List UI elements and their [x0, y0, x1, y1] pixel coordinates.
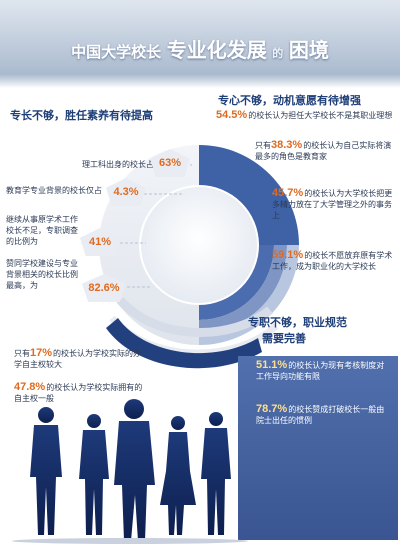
left-item-1-label: 理工科出身的校长占 [82, 160, 154, 169]
bottom-left-item-2-text: 的校长认为学校实际拥有的自主权一般 [14, 383, 143, 403]
bottom-right-item-1-text: 的校长认为现有考核制度对工作导向功能有限 [256, 361, 385, 381]
right-item-1-text: 的校长认为担任大学校长不是其职业理想 [248, 111, 393, 120]
right-item-2: 只有38.3%的校长认为自己实际将演最多的角色是教育家 [255, 140, 395, 162]
business-people-silhouettes [12, 399, 248, 544]
title-part-4: 困境 [288, 38, 329, 62]
ring-band-1 [199, 245, 274, 320]
person-silhouette-1 [30, 407, 62, 535]
bottom-left-item-2: 47.8%的校长认为学校实际拥有的自主权一般 [14, 382, 148, 404]
left-section-header: 专长不够，胜任素养有待提高 [10, 109, 153, 122]
right-item-3: 45.7%的校长认为大学校长把更多精力放在了大学管理之外的事务上 [272, 188, 396, 221]
left-item-3-label: 继续从事原学术工作校长不足，专职调查的比例为 [6, 215, 78, 246]
ground-shadow [12, 538, 248, 544]
bottom-right-item-2: 78.7%的校长赞成打破校长一般由院士出任的惯例 [256, 404, 392, 426]
bottom-right-item-1-value: 51.1% [256, 359, 288, 371]
title-banner [0, 0, 400, 88]
title-part-1: 中国大学校长 [71, 43, 162, 61]
bottom-left-item-1-prefix: 只有 [14, 349, 30, 358]
right-item-2-value: 38.3% [271, 139, 303, 151]
right-item-3-value: 45.7% [272, 187, 304, 199]
title-part-2: 专业化发展 [166, 38, 267, 62]
right-item-4: 59.1%的校长不愿放弃原有学术工作，成为职业化的大学校长 [272, 250, 396, 272]
bottom-left-item-1-text: 的校长认为学校实际的办学自主权较大 [14, 349, 142, 369]
left-item-4-label: 赞同学校建设与专业背景相关的校长比例最高，为 [6, 259, 78, 290]
right-item-3-text: 的校长认为大学校长把更多精力放在了大学管理之外的事务上 [272, 189, 393, 220]
right-section-header: 专心不够，动机意愿有待增强 [218, 94, 361, 107]
right-item-2-prefix: 只有 [255, 141, 271, 150]
right-item-1: 54.5%的校长认为担任大学校长不是其职业理想 [216, 110, 396, 121]
ring-hub [141, 187, 257, 303]
ring-right-top [199, 145, 299, 245]
bottom-section-header-line2: 需要完善 [262, 332, 306, 345]
person-silhouette-4 [160, 416, 196, 535]
person-silhouette-3 [114, 399, 155, 541]
bottom-left-item-1: 只有17%的校长认为学校实际的办学自主权较大 [14, 348, 148, 370]
page-title: 中国大学校长 专业化发展 的 困境 [0, 34, 400, 63]
bottom-right-panel [238, 356, 398, 540]
bottom-section-header-line1: 专职不够，职业规范 [248, 316, 347, 329]
person-silhouette-2 [79, 414, 109, 535]
ring-arc-navy [106, 318, 262, 369]
right-item-1-value: 54.5% [216, 109, 248, 121]
bottom-left-item-1-value: 17% [30, 347, 53, 359]
bottom-right-item-2-value: 78.7% [256, 403, 288, 415]
bottom-right-item-2-text: 的校长赞成打破校长一般由院士出任的惯例 [256, 405, 385, 425]
right-item-4-text: 的校长不愿放弃原有学术工作，成为职业化的大学校长 [272, 251, 393, 271]
ring-band-2 [199, 245, 287, 333]
right-item-2-text: 的校长认为自己实际将演最多的角色是教育家 [255, 141, 392, 161]
person-silhouette-5 [201, 412, 231, 535]
right-item-4-value: 59.1% [272, 249, 304, 261]
left-item-2-label: 教育学专业背景的校长仅占 [6, 186, 102, 195]
bottom-left-item-2-value: 47.8% [14, 381, 46, 393]
ring-arc-lower-1 [116, 297, 273, 337]
bottom-right-item-1: 51.1%的校长认为现有考核制度对工作导向功能有限 [256, 360, 392, 382]
title-part-3: 的 [272, 47, 284, 60]
